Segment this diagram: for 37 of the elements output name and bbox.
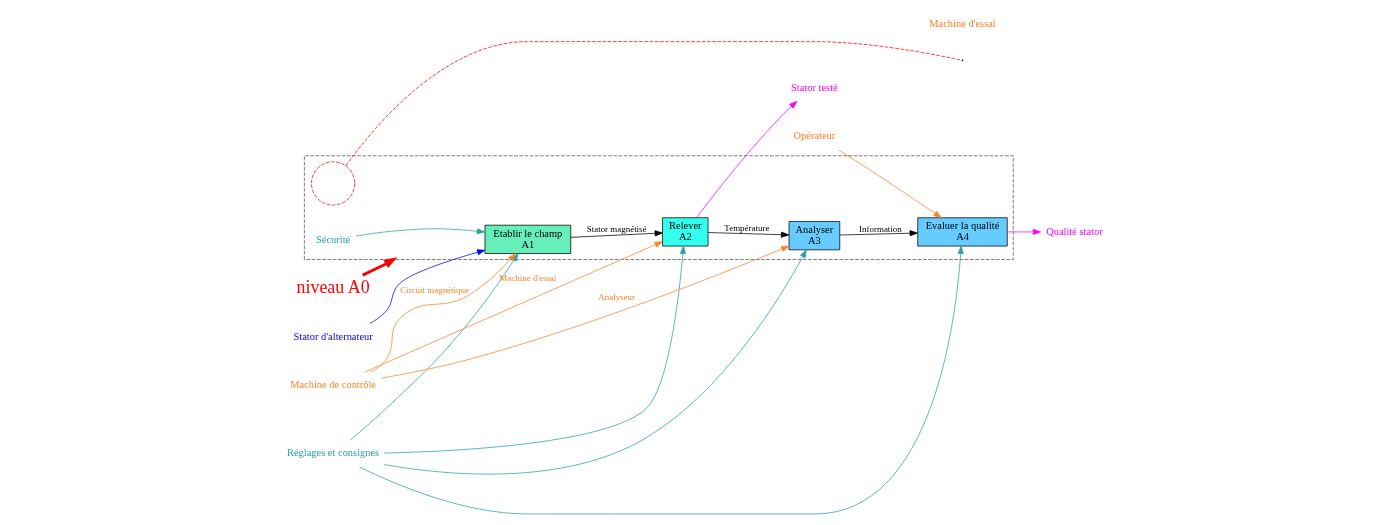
arrow [569,230,663,238]
node-text: niveau A0 [296,277,370,298]
node-text: Qualité stator [1045,225,1103,237]
arrow [358,245,964,515]
arrow [383,245,686,454]
arrow [837,149,942,219]
node-text: Stator d'alternateur [292,330,373,342]
edge-label: Machine d'essai [498,272,556,283]
edge-label: Température [723,222,769,233]
arrow [355,228,485,237]
arrow [349,253,518,441]
edge-label: Information [858,223,902,234]
node-box: Relever A2 [661,217,708,247]
edge-label: Stator magnétisé [586,223,647,234]
node-box: Analyser A3 [788,221,840,251]
arrow [839,230,918,237]
arrow [695,100,797,218]
arrow [383,249,807,475]
node-box: Evaluer la qualité A4 [916,217,1008,247]
node-text: Sécurité [315,233,350,245]
node-text: Machine de contrôle [289,379,376,391]
arrow [1006,228,1041,235]
node-text: Opérateur [793,130,835,142]
edge-label: Circuit magnétique [399,284,469,295]
label: Machine d'essai [928,18,996,30]
node-text: Stator testé [790,81,838,93]
node-box: Etablir le champ A1 [484,224,571,254]
edge-label: Analyseur [597,291,635,302]
arrow [368,249,485,324]
arrow [707,231,789,238]
arrow [380,245,789,379]
arrow [370,253,516,373]
arrow [361,257,397,277]
arrow [363,241,663,373]
node-circle [310,161,355,206]
node-text: Réglages et consignes [286,447,379,459]
connector [344,41,962,167]
